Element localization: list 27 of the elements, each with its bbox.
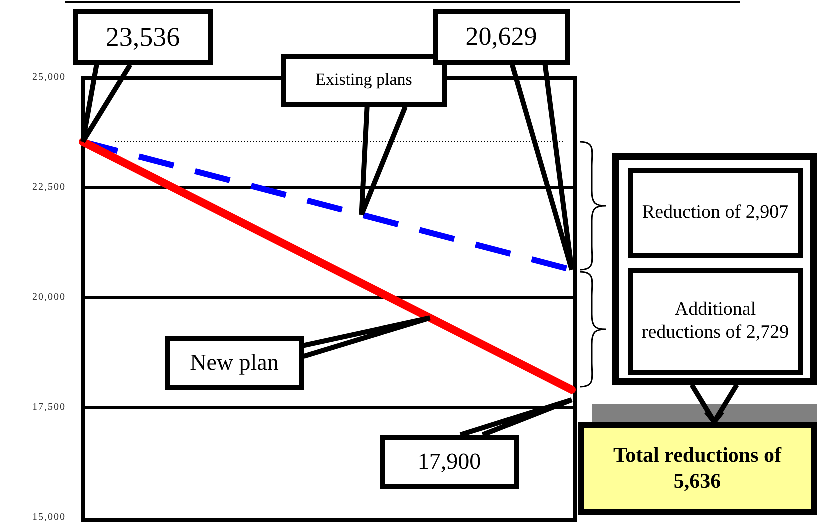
callout-pointer xyxy=(80,62,133,144)
callout-box xyxy=(578,422,817,515)
callout-pointer xyxy=(458,398,574,438)
callout-text: Additional reductions of 2,729 xyxy=(640,298,790,344)
callout-text: New plan xyxy=(189,349,280,377)
callout-text: 23,536 xyxy=(104,20,182,54)
axis-tick-label: 15,000 xyxy=(32,512,66,524)
axis-tick-label: 20,000 xyxy=(32,292,66,304)
callout-box xyxy=(628,168,803,258)
callout-text: Existing plans xyxy=(314,70,414,91)
callout-pointer xyxy=(302,316,433,360)
callout-box xyxy=(433,9,570,65)
axis-tick-label: 17,500 xyxy=(32,402,66,414)
callout-text: Total reductions of 5,636 xyxy=(612,443,783,494)
callout-box xyxy=(628,268,803,375)
callout-panel xyxy=(612,153,817,385)
axis-tick-label: 25,000 xyxy=(32,72,66,84)
callout-box xyxy=(73,9,213,65)
callout-pointer xyxy=(359,104,408,218)
callout-box xyxy=(281,54,447,107)
callout-text: 20,629 xyxy=(464,21,538,53)
callout-box xyxy=(380,435,519,489)
axis-tick-label: 22,500 xyxy=(32,182,66,194)
callout-box xyxy=(165,336,304,390)
callout-pointer xyxy=(510,62,574,272)
callout-text: Reduction of 2,907 xyxy=(641,202,790,224)
callout-text: 17,900 xyxy=(416,448,482,476)
